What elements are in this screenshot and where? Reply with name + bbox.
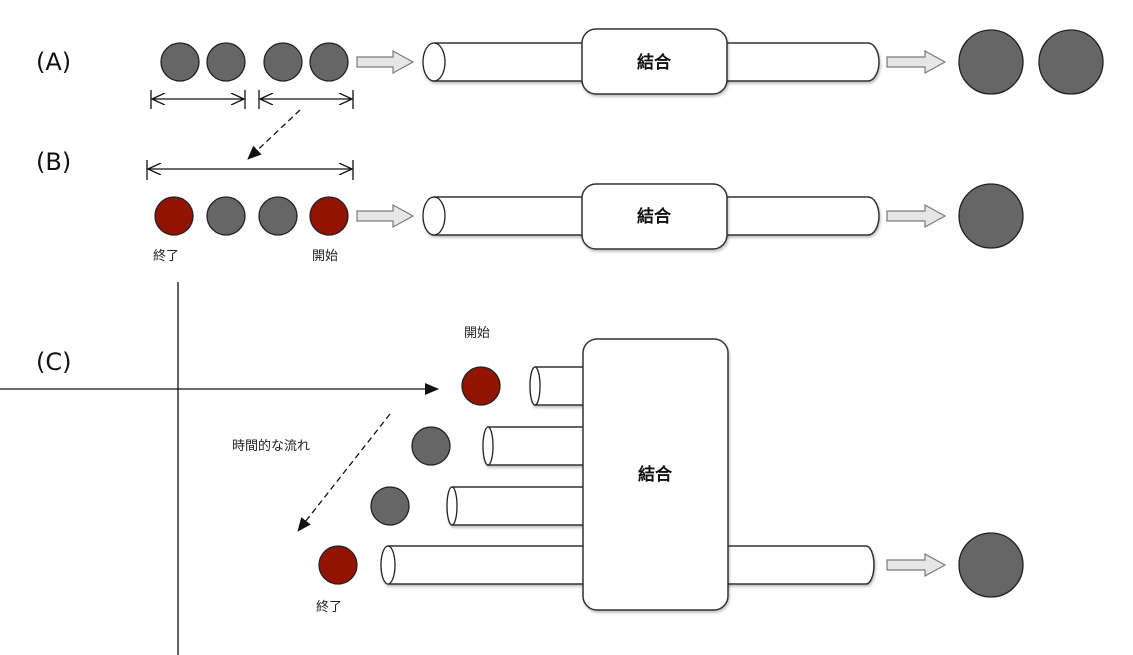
section-b-label: (B)	[36, 148, 71, 176]
transition-arrow	[247, 109, 301, 160]
input-stream-tube	[446, 486, 588, 526]
join-box: 結合	[582, 338, 729, 611]
output-stream-tube	[719, 545, 875, 585]
start-label: 開始	[312, 249, 338, 264]
section-c: (C) 開始 時間的な流れ 終了	[0, 282, 1024, 655]
event-ball	[263, 42, 303, 82]
join-box-label: 結合	[637, 52, 672, 73]
section-a: (A) 結合	[36, 28, 1104, 109]
join-box: 結合	[581, 28, 728, 95]
event-ball	[206, 196, 246, 236]
start-event-ball	[461, 366, 501, 406]
event-ball	[206, 42, 246, 82]
flow-arrow-icon	[886, 203, 947, 229]
time-flow-arrow	[297, 413, 391, 532]
event-ball	[370, 486, 410, 526]
join-box-label: 結合	[637, 206, 672, 227]
section-a-label: (A)	[36, 48, 71, 76]
event-ball	[160, 42, 200, 82]
input-stream-tube	[422, 196, 595, 236]
join-box: 結合	[581, 183, 728, 250]
time-flow-label: 時間的な流れ	[232, 438, 310, 454]
start-event-ball	[309, 196, 349, 236]
join-box-label: 結合	[638, 464, 673, 485]
flow-arrow-icon	[356, 49, 415, 75]
flow-arrow-icon	[886, 552, 947, 578]
window-span-full	[146, 160, 354, 180]
event-ball	[309, 42, 349, 82]
flow-arrow-icon	[356, 203, 415, 229]
input-stream-tube	[380, 545, 588, 585]
event-ball	[258, 196, 298, 236]
window-span-2	[258, 90, 354, 109]
flow-arrow-icon	[886, 49, 947, 75]
output-stream-tube	[719, 42, 880, 82]
joined-result-ball	[958, 183, 1024, 249]
window-span-1	[150, 90, 246, 109]
end-event-ball	[318, 545, 358, 585]
section-b: (B) 終了 開始 結合	[36, 148, 1024, 264]
input-stream-tube	[482, 426, 588, 466]
input-stream-tube	[529, 366, 588, 406]
joined-result-ball	[958, 532, 1024, 598]
end-label: 終了	[153, 248, 179, 264]
end-label: 終了	[316, 599, 342, 615]
input-stream-tube	[422, 42, 595, 82]
start-label: 開始	[464, 326, 490, 341]
joined-result-ball	[1038, 29, 1104, 95]
end-event-ball	[154, 196, 194, 236]
event-ball	[411, 426, 451, 466]
joined-result-ball	[958, 29, 1024, 95]
section-c-label: (C)	[36, 348, 71, 376]
output-stream-tube	[719, 196, 880, 236]
